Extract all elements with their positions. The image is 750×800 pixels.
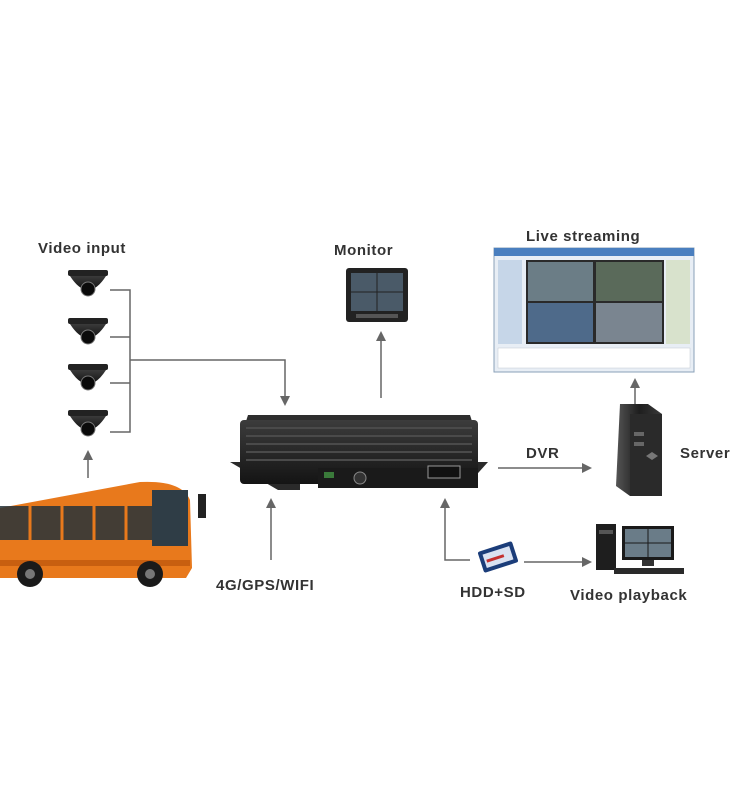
streaming-screen-icon <box>493 247 695 373</box>
server-tower-icon <box>616 404 662 496</box>
network-label: 4G/GPS/WIFI <box>216 577 315 594</box>
server-label: Server <box>680 445 731 462</box>
video-playback-label: Video playback <box>570 587 688 604</box>
sd-card-icon <box>478 541 518 573</box>
storage-label: HDD+SD <box>460 584 526 601</box>
dome-camera-icon <box>68 270 108 297</box>
live-streaming-label: Live streaming <box>526 228 641 245</box>
dome-camera-icon <box>68 364 108 391</box>
dvr-label: DVR <box>526 445 560 462</box>
video-input-label: Video input <box>38 240 126 257</box>
bus-icon <box>0 481 206 587</box>
camera-connector <box>110 289 290 433</box>
arrow-storage-to-device <box>440 498 470 561</box>
desktop-pc-icon <box>596 524 684 574</box>
dome-camera-icon <box>68 318 108 345</box>
dome-camera-icon <box>68 410 108 437</box>
monitor-label: Monitor <box>334 242 394 259</box>
mdvr-device-icon <box>230 415 488 490</box>
monitor-icon <box>346 268 408 322</box>
